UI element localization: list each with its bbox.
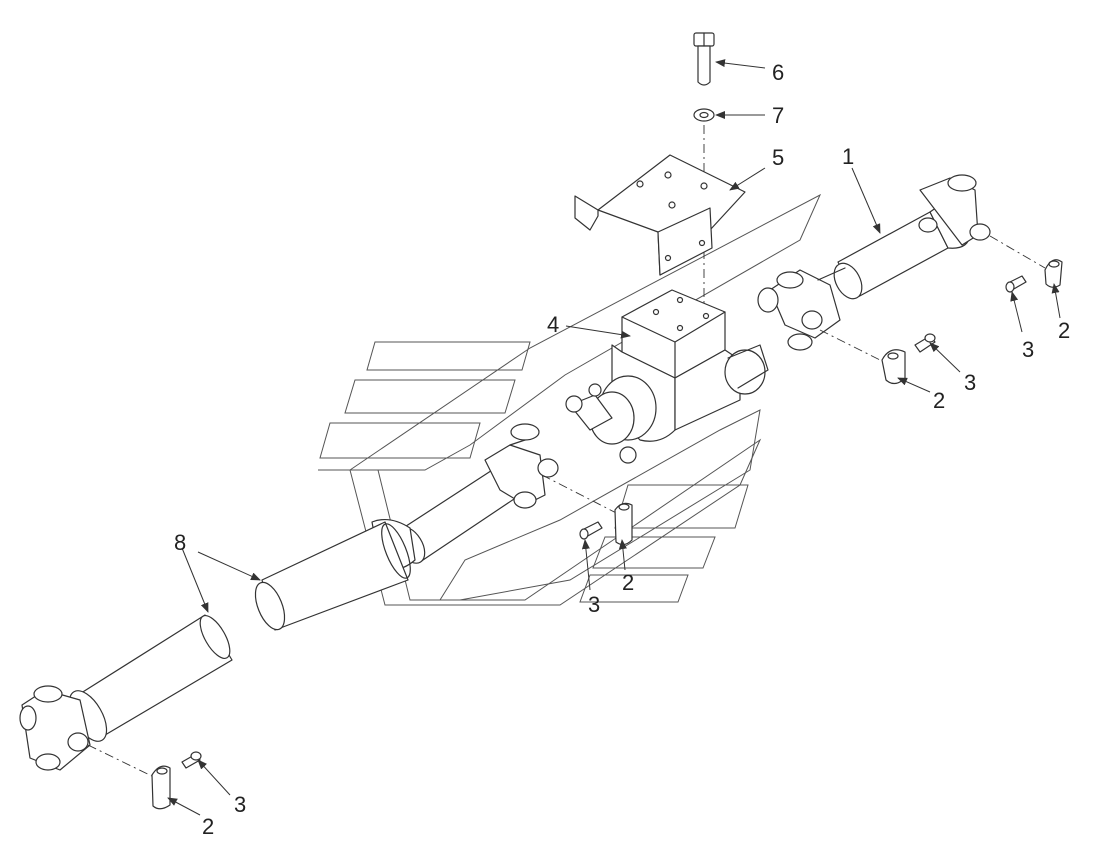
callout-3-front: 3 <box>588 592 600 617</box>
bracket-part-5 <box>574 154 746 276</box>
callout-labels: 6 7 5 1 4 2 3 3 2 2 3 8 3 2 <box>174 60 1070 839</box>
tube-part-8-upper <box>254 521 411 631</box>
callout-2-bottom: 2 <box>202 814 214 839</box>
intermediate-shaft <box>371 423 559 570</box>
tube-part-8-lower <box>68 614 233 742</box>
strap-part-2-bottom <box>151 765 171 810</box>
callout-4: 4 <box>547 312 559 337</box>
callout-6: 6 <box>772 60 784 85</box>
washer-part-7 <box>693 108 715 122</box>
rear-ujoint-axis <box>989 235 1046 269</box>
bolt-part-3-mid <box>914 333 936 353</box>
callout-5: 5 <box>772 145 784 170</box>
rear-bearing-axis <box>819 329 891 366</box>
front-yoke <box>19 685 91 771</box>
strap-part-2-rear <box>1044 259 1063 288</box>
callout-2-rear: 2 <box>1058 318 1070 343</box>
bolt-part-6 <box>693 32 715 86</box>
bolt-part-3-rear <box>1005 275 1027 293</box>
leader-lines <box>167 59 1061 816</box>
callout-3-bottom: 3 <box>234 792 246 817</box>
callout-7: 7 <box>772 103 784 128</box>
driveshaft-part-1 <box>757 174 991 351</box>
callout-2-front: 2 <box>622 570 634 595</box>
strap-part-2-front <box>614 502 633 546</box>
center-bearing-part-4 <box>565 289 769 464</box>
callout-3-rear: 3 <box>1022 337 1034 362</box>
callout-8: 8 <box>174 530 186 555</box>
callout-3-mid: 3 <box>964 370 976 395</box>
callout-1: 1 <box>842 144 854 169</box>
callout-2-mid: 2 <box>933 388 945 413</box>
bolt-part-3-front <box>579 521 603 540</box>
front-yoke-axis <box>87 744 161 781</box>
strap-part-2-mid <box>881 349 906 385</box>
